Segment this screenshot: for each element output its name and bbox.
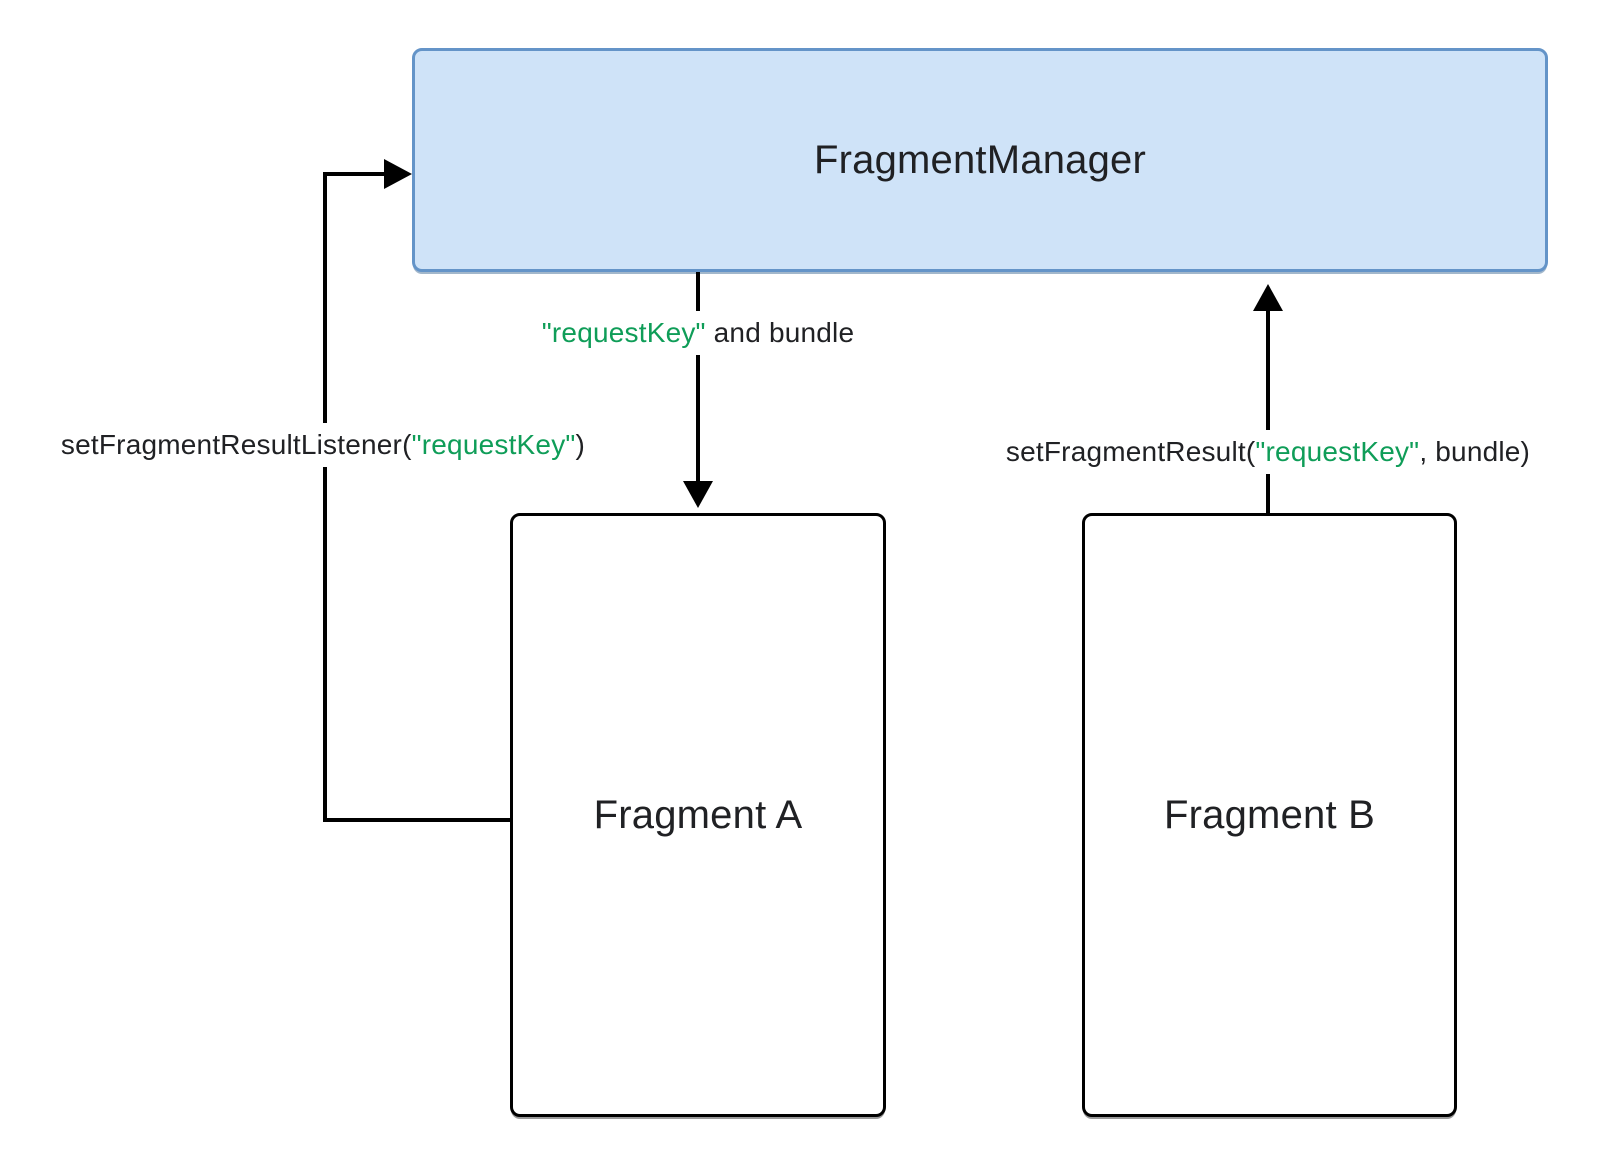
arrowhead-down-icon [683,481,713,508]
set-fragment-result-listener-label-post: ) [575,429,586,460]
request-key-bundle-label-key: "requestKey" [541,317,706,348]
fragment-a-label: Fragment A [593,792,803,837]
request-key-bundle-label: "requestKey" and bundle [529,311,867,355]
arrowhead-up-icon [1253,284,1283,311]
fragment-a-box: Fragment A [510,513,886,1117]
arrow-a-to-manager-bottom-segment [323,818,512,822]
set-fragment-result-label-pre: setFragmentResult( [1005,436,1256,467]
set-fragment-result-label-key: "requestKey" [1255,436,1420,467]
fragment-manager-box: FragmentManager [412,48,1548,272]
set-fragment-result-listener-label-key: "requestKey" [411,429,576,460]
set-fragment-result-label-post: , bundle) [1419,436,1531,467]
set-fragment-result-label: setFragmentResult("requestKey", bundle) [993,430,1543,474]
arrow-a-to-manager-vertical-segment [323,172,327,822]
arrow-a-to-manager-top-segment [325,172,387,176]
arrow-b-to-manager-line [1266,308,1270,513]
set-fragment-result-listener-label: setFragmentResultListener("requestKey") [48,423,598,467]
request-key-bundle-label-post: and bundle [705,317,855,348]
fragment-b-box: Fragment B [1082,513,1457,1117]
arrow-manager-to-a-line [696,272,700,484]
arrowhead-right-icon [384,159,412,189]
set-fragment-result-listener-label-pre: setFragmentResultListener( [60,429,412,460]
fragment-b-label: Fragment B [1164,792,1375,837]
fragment-manager-label: FragmentManager [813,137,1147,182]
